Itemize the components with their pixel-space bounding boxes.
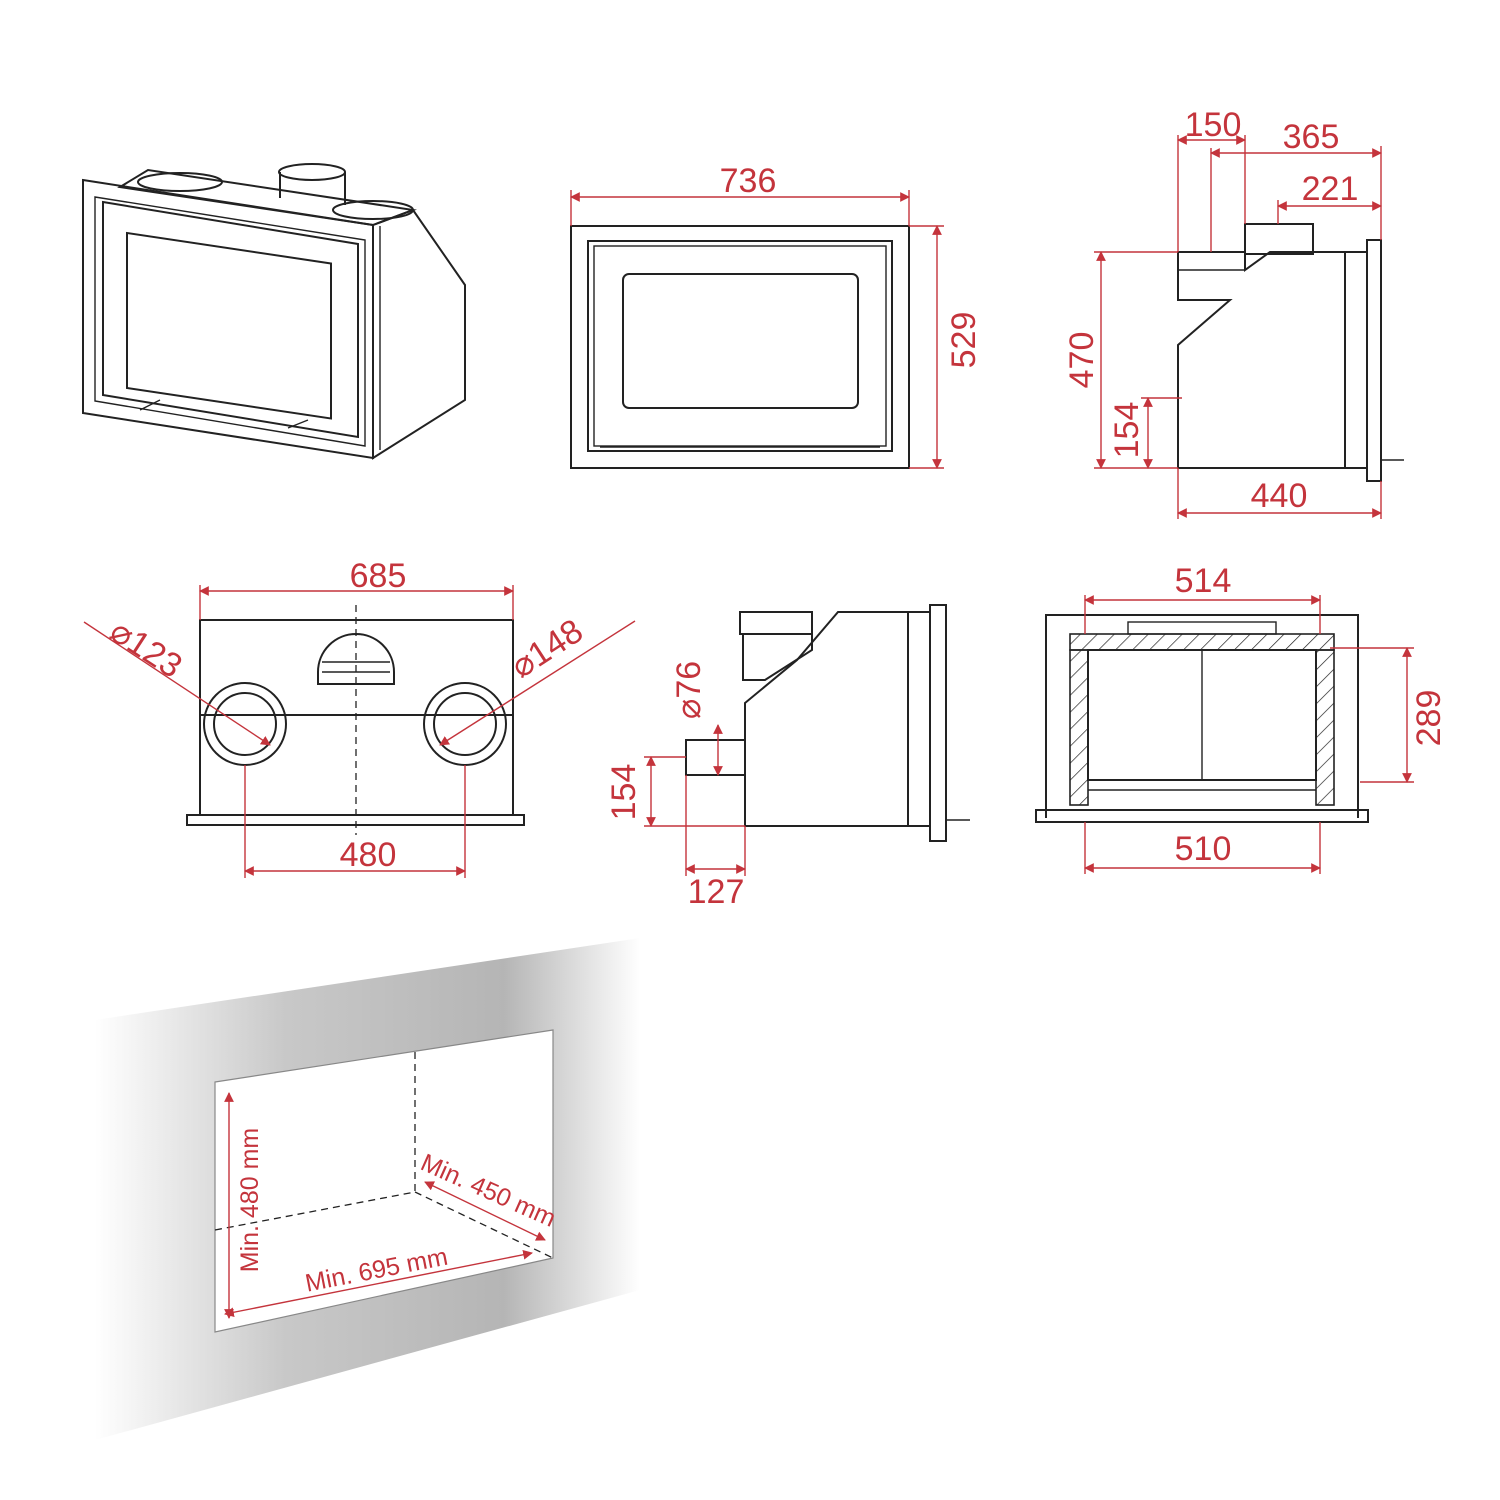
dim-text-289: 289	[1410, 690, 1448, 747]
dim-text-154-mid: 154	[605, 764, 643, 821]
dim-dia-148: ⌀148	[439, 612, 636, 746]
dim-text-685: 685	[350, 557, 407, 595]
dim-dia-123: ⌀123	[83, 612, 271, 746]
front-view: 736 529	[570, 162, 983, 469]
dim-365: 365	[1210, 118, 1382, 252]
dim-text-514: 514	[1175, 562, 1232, 600]
dim-text-dia-76: ⌀76	[670, 661, 708, 719]
dim-221: 221	[1277, 170, 1382, 224]
dim-text-736: 736	[720, 162, 777, 200]
dim-480: 480	[244, 765, 466, 878]
dim-niche-height: Min. 480 mm	[224, 1092, 264, 1319]
dim-154-mid: 154	[605, 756, 745, 827]
perspective-view	[82, 163, 466, 460]
dim-text-440: 440	[1251, 477, 1308, 515]
dim-text-150: 150	[1185, 106, 1242, 144]
dim-127: 127	[685, 775, 746, 911]
dim-dia-76: ⌀76	[670, 661, 723, 776]
dim-text-221: 221	[1302, 170, 1359, 208]
dim-text-510: 510	[1175, 830, 1232, 868]
dim-510: 510	[1084, 822, 1321, 874]
dim-text-dia-123: ⌀123	[103, 612, 188, 686]
dim-529: 529	[909, 225, 983, 469]
side-view-mid: ⌀76 154 127	[605, 604, 970, 911]
dim-text-154: 154	[1108, 402, 1146, 459]
dim-text-529: 529	[945, 312, 983, 369]
dim-154: 154	[1108, 397, 1182, 469]
dim-text-365: 365	[1283, 118, 1340, 156]
dim-text-470: 470	[1063, 332, 1101, 389]
dim-736: 736	[570, 162, 910, 226]
dim-440: 440	[1177, 468, 1382, 519]
dim-470: 470	[1063, 251, 1178, 469]
dim-text-niche-height: Min. 480 mm	[236, 1128, 264, 1272]
dim-text-dia-148: ⌀148	[504, 612, 589, 686]
side-view: 150 365 221 470 154 440	[1063, 106, 1404, 519]
rear-view: 685 ⌀123 ⌀148 480	[83, 557, 636, 878]
dim-text-480: 480	[340, 836, 397, 874]
dim-289: 289	[1330, 647, 1448, 783]
dim-685: 685	[199, 557, 514, 620]
dim-text-127: 127	[688, 873, 745, 911]
niche-illustration: Min. 480 mm Min. 450 mm Min. 695 mm	[95, 938, 640, 1440]
dim-514: 514	[1084, 562, 1321, 634]
section-view: 514 289 510	[1035, 562, 1448, 874]
